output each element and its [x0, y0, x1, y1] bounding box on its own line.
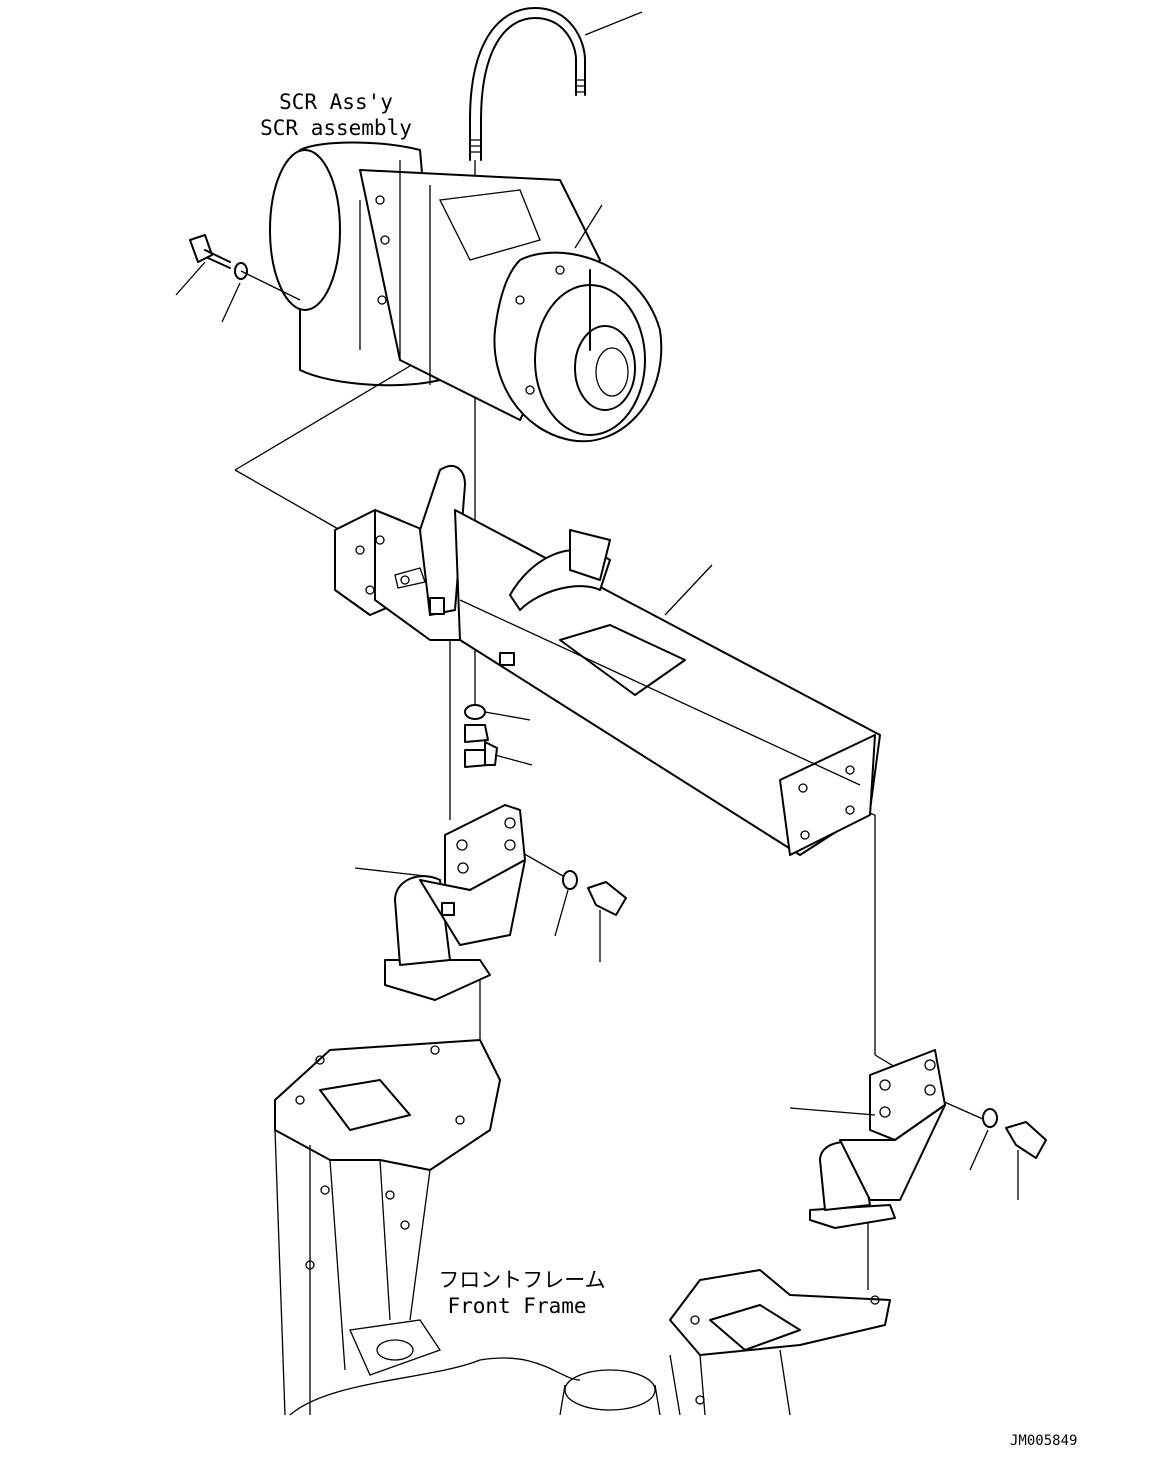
left-support — [354, 804, 627, 1001]
nuts-washers — [464, 704, 533, 768]
front-frame-right — [559, 1269, 891, 1416]
front-frame-label-jp: フロントフレーム — [438, 1268, 606, 1292]
scr-assembly — [269, 141, 663, 443]
scr-assembly-label-en: SCR assembly — [260, 116, 412, 140]
mounting-bracket — [334, 465, 881, 856]
front-frame-left — [274, 1039, 581, 1416]
drawing-code: JM005849 — [1010, 1433, 1078, 1449]
leader-lines-upper — [574, 11, 713, 616]
scr-assembly-label-jp: SCR Ass'y — [279, 90, 393, 114]
bolt-washer-top — [175, 234, 301, 323]
right-support — [789, 1049, 1047, 1229]
front-frame-label-en: Front Frame — [447, 1294, 587, 1318]
